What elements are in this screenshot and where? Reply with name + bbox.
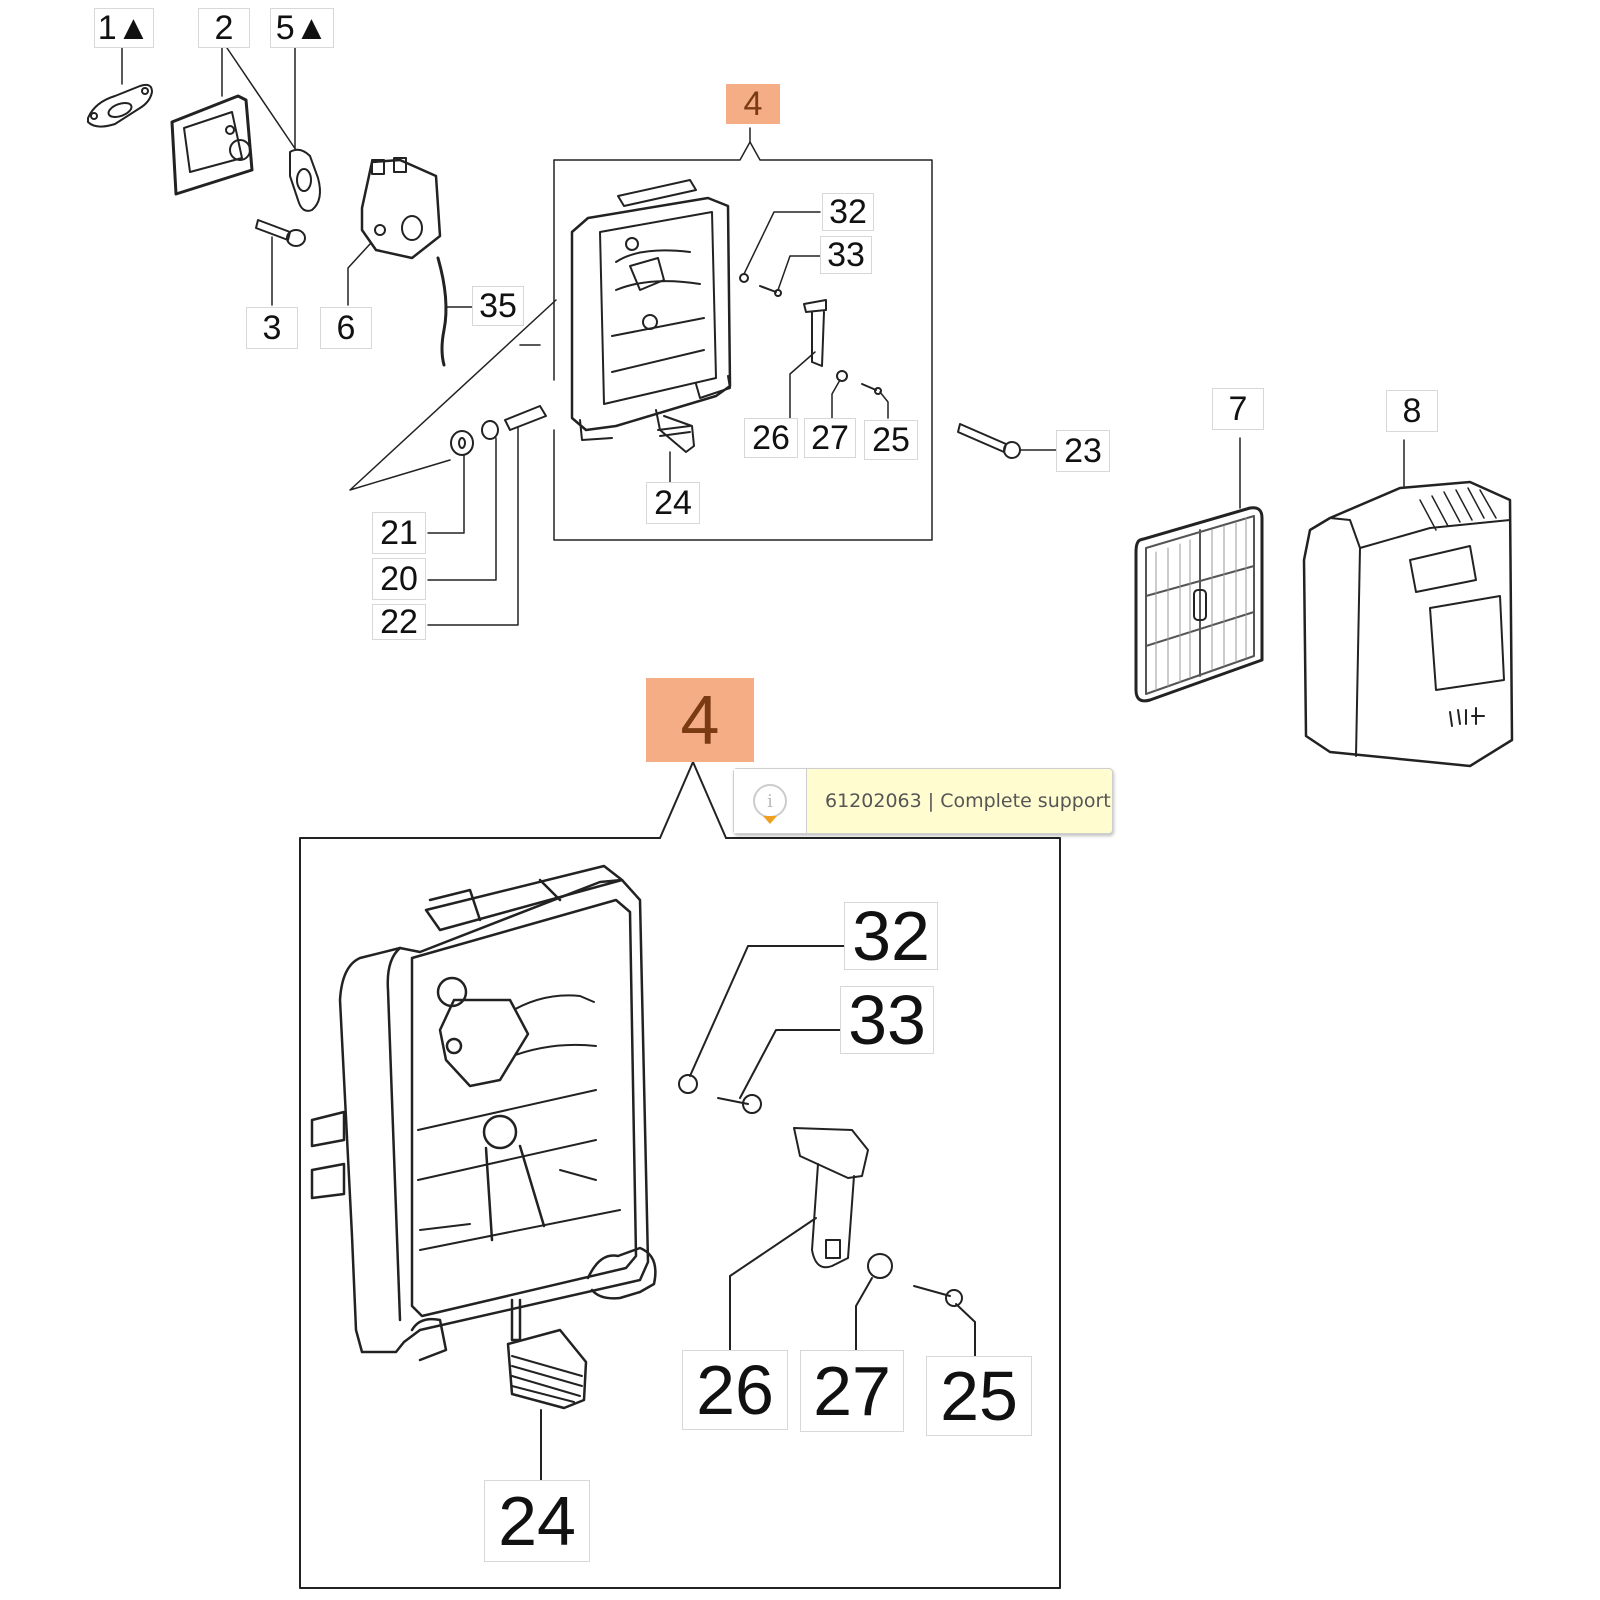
detail-callout-label-4[interactable]: 4: [646, 678, 754, 762]
callout-label-25[interactable]: 25: [864, 420, 918, 460]
callout-label-35[interactable]: 35: [472, 286, 524, 326]
callout-label-4[interactable]: 4: [726, 84, 780, 124]
part-20-lockwasher: [481, 420, 499, 440]
callout-label-2[interactable]: 2: [198, 8, 250, 48]
detail-callout-label-32[interactable]: 32: [844, 901, 938, 971]
part-4-overview-frame: [553, 141, 933, 541]
part-tooltip: i 61202063 | Complete support: [733, 768, 1113, 834]
callout-label-20[interactable]: 20: [372, 558, 426, 600]
part-8-cover: [1302, 480, 1514, 768]
callout-label-27[interactable]: 27: [804, 418, 856, 458]
callout-label-22[interactable]: 22: [372, 604, 426, 640]
callout-label-24[interactable]: 24: [646, 482, 700, 524]
part-2-adapter: [170, 94, 254, 196]
part-7-filter: [1134, 506, 1264, 703]
part-32-washer: [678, 1074, 698, 1094]
part-27-washer: [867, 1253, 893, 1279]
part-32-washer-small: [739, 273, 749, 283]
callout-label-8[interactable]: 8: [1386, 390, 1438, 432]
callout-label-26[interactable]: 26: [744, 418, 798, 458]
part-26-latch-small: [803, 299, 827, 367]
part-23-screw: [957, 423, 1007, 453]
tooltip-text: 61202063 | Complete support: [825, 790, 1111, 812]
part-25-screw-small: [861, 383, 877, 391]
callout-label-7[interactable]: 7: [1212, 388, 1264, 430]
callout-label-21[interactable]: 21: [372, 512, 426, 554]
tooltip-icon-cell: i: [734, 769, 807, 833]
callout-label-3[interactable]: 3: [246, 307, 298, 349]
callout-label-32[interactable]: 32: [822, 193, 874, 231]
part-22-screw: [504, 405, 547, 431]
callout-label-33[interactable]: 33: [820, 236, 872, 274]
part-21-washer: [450, 430, 474, 456]
callout-label-23[interactable]: 23: [1056, 430, 1110, 472]
callout-label-6[interactable]: 6: [320, 307, 372, 349]
caret-down-icon: [763, 816, 777, 824]
detail-callout-label-27[interactable]: 27: [800, 1350, 904, 1432]
callout-label-1[interactable]: 1▲: [94, 8, 154, 48]
part-25-screw: [913, 1285, 951, 1297]
part-1-gasket: [87, 83, 153, 128]
detail-callout-label-24[interactable]: 24: [484, 1480, 590, 1562]
detail-callout-label-33[interactable]: 33: [840, 985, 934, 1055]
part-5-gasket: [289, 148, 321, 212]
detail-callout-label-26[interactable]: 26: [682, 1350, 788, 1430]
part-4-support-small: [570, 179, 732, 453]
detail-callout-pointer: [659, 761, 727, 839]
part-6-carburetor: [360, 157, 442, 260]
part-35-fuel-line: [436, 256, 448, 367]
part-4-support-detail: [310, 864, 657, 1410]
detail-callout-label-25[interactable]: 25: [926, 1356, 1032, 1436]
part-27-washer-small: [836, 370, 848, 382]
info-icon: i: [753, 784, 787, 818]
callout-label-5[interactable]: 5▲: [270, 8, 334, 48]
detail-frame: [299, 837, 1061, 1589]
part-33-screw-small: [759, 285, 777, 293]
part-3-screw: [255, 219, 306, 247]
part-26-latch: [793, 1127, 869, 1179]
